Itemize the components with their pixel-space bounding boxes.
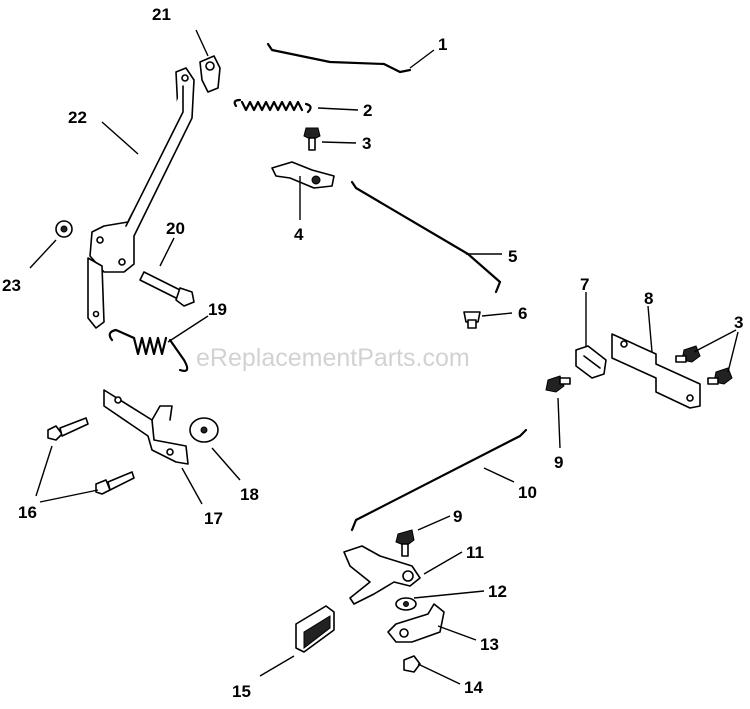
part-8-plate bbox=[611, 333, 701, 409]
part-19-spring bbox=[108, 328, 189, 372]
part-15-knob bbox=[295, 605, 335, 653]
callout-8: 8 bbox=[644, 289, 653, 308]
part-17-bracket bbox=[103, 389, 189, 465]
callout-14: 14 bbox=[464, 678, 483, 697]
part-4-bracket bbox=[271, 161, 335, 189]
callout-22: 22 bbox=[68, 108, 87, 127]
part-23-nut bbox=[55, 220, 73, 238]
callout-13: 13 bbox=[480, 635, 499, 654]
callout-7: 7 bbox=[580, 275, 589, 294]
watermark: eReplacementParts.com bbox=[196, 344, 470, 372]
callout-11: 11 bbox=[466, 543, 484, 562]
part-20-bolt bbox=[139, 271, 195, 307]
part-11-arm bbox=[343, 545, 421, 605]
part-9-screw bbox=[545, 375, 571, 393]
callout-10: 10 bbox=[518, 483, 537, 502]
callout-1: 1 bbox=[438, 35, 447, 54]
callout-21: 21 bbox=[152, 5, 171, 24]
callout-6: 6 bbox=[518, 304, 527, 323]
callout-3: 3 bbox=[362, 134, 371, 153]
part-3-screw bbox=[303, 127, 321, 151]
part-16-bolts bbox=[47, 417, 135, 495]
part-13-lever bbox=[387, 603, 445, 643]
part-10-rod bbox=[350, 428, 528, 532]
callout-4: 4 bbox=[294, 225, 304, 244]
callout-20: 20 bbox=[166, 219, 185, 238]
callout-5: 5 bbox=[508, 247, 517, 266]
part-9-screw-lower bbox=[395, 529, 415, 557]
part-14-nut bbox=[403, 655, 421, 673]
callout-9-lower: 9 bbox=[453, 507, 462, 526]
part-7-clip bbox=[575, 345, 607, 379]
callout-2: 2 bbox=[363, 101, 372, 120]
callout-3-right: 3 bbox=[734, 313, 743, 332]
callout-18: 18 bbox=[240, 485, 259, 504]
callout-15: 15 bbox=[232, 682, 251, 701]
callout-23: 23 bbox=[2, 276, 21, 295]
callout-19: 19 bbox=[208, 300, 227, 319]
part-1-rod bbox=[266, 42, 412, 74]
part-2-spring bbox=[233, 98, 312, 114]
part-12-washer bbox=[395, 597, 417, 611]
callout-12: 12 bbox=[488, 582, 507, 601]
callout-16: 16 bbox=[18, 503, 37, 522]
part-6-fastener bbox=[463, 311, 481, 329]
part-5-rod bbox=[350, 180, 502, 294]
part-21-clip bbox=[199, 55, 221, 93]
callout-17: 17 bbox=[204, 509, 223, 528]
part-3-screws-right bbox=[675, 345, 733, 385]
callout-9: 9 bbox=[554, 453, 563, 472]
part-22-lever bbox=[87, 67, 195, 329]
part-18-washer bbox=[189, 417, 219, 443]
